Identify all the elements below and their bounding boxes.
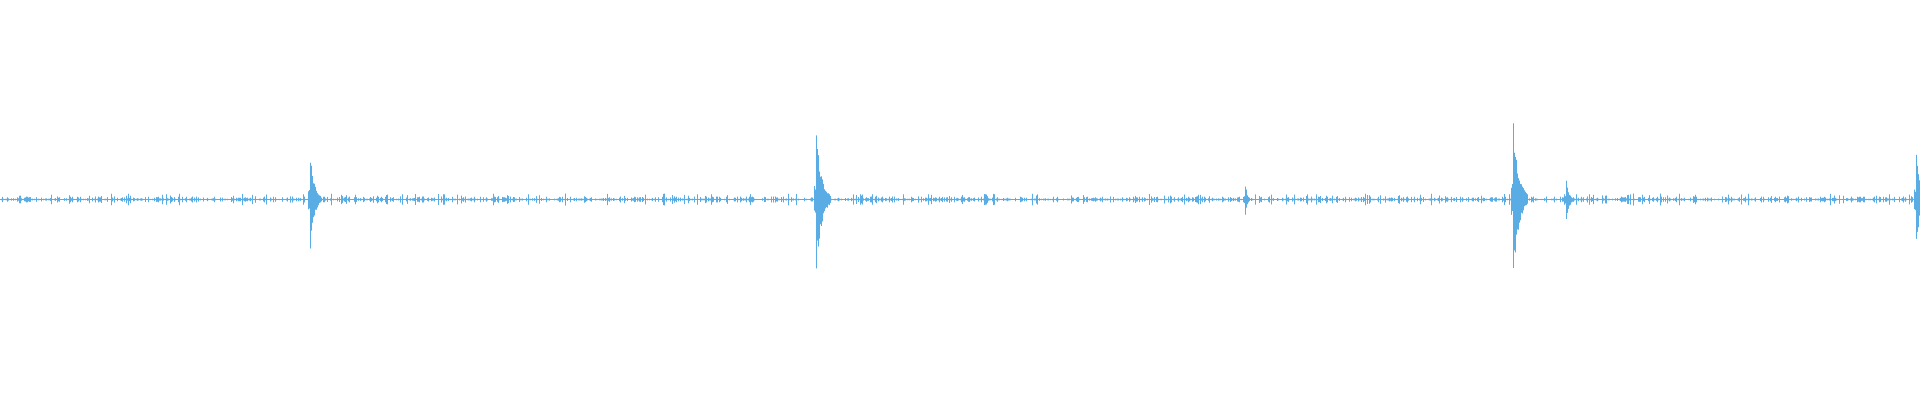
waveform-transients [308,123,1920,269]
waveform-transient-2 [814,135,831,269]
waveform-noise [0,193,1920,206]
waveform-transient-6 [1914,154,1920,239]
waveform-transient-1 [308,162,321,249]
waveform-transient-4 [1511,123,1528,268]
waveform-transient-3 [1243,186,1250,215]
waveform-transient-5 [1564,180,1573,219]
